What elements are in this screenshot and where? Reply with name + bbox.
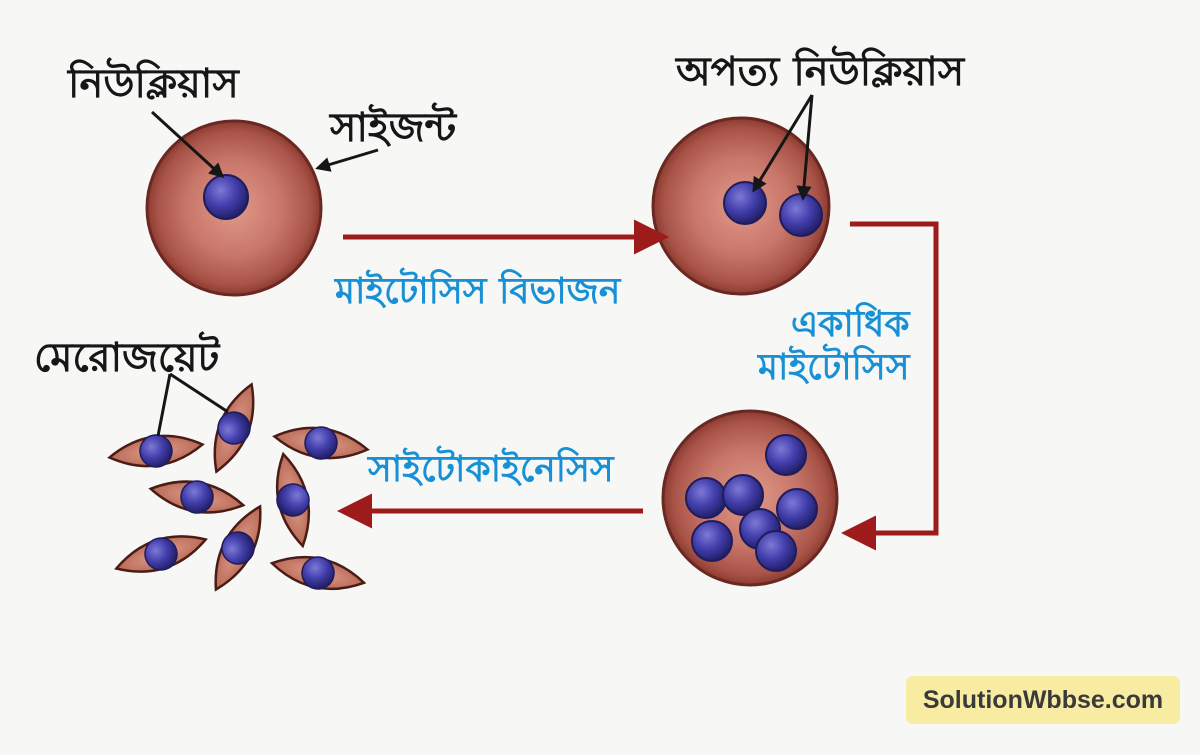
merozoite [107,434,205,468]
merozoite [272,426,370,460]
nucleus-single [203,174,249,220]
merozoite [214,504,262,592]
merozoite-pointer [169,372,229,414]
mitosis-division-label: মাইটোসিস বিভাজন [335,271,621,312]
daughter-nucleus [723,181,767,225]
nucleus-label: নিউক্লিয়াস [68,61,239,107]
merozoite [148,480,246,514]
multiple-mitosis-line1: একাধিক [790,304,910,345]
daughter-pointer [796,94,814,201]
schizont-pointer [315,148,379,172]
nucleus-pointer [150,110,225,179]
schizont-cell [145,119,323,297]
daughter-nuclei-label: অপত্য নিউক্লিয়াস [676,49,965,95]
binucleate-cell [651,116,831,296]
merozoite [213,382,255,474]
daughter-nucleus [779,193,823,237]
merozoite [114,535,208,573]
merozoite [269,555,367,591]
watermark-badge: SolutionWbbse.com [906,676,1180,724]
daughter-pointer [752,94,814,193]
schizont-label: সাইজন্ট [330,105,457,151]
merozoite-label: মেরোজয়েট [34,335,220,381]
multiple-mitosis-label: একাধিক মাইটোসিস [758,303,910,389]
merozoite-pointer [156,373,172,437]
merozoite-cluster [107,382,370,592]
cytokinesis-label: সাইটোকাইনেসিস [368,449,614,490]
multiple-mitosis-line2: মাইটোসিস [758,347,910,389]
merozoite [275,451,311,549]
multiple-mitosis-arrow [841,221,939,551]
multinucleate-cell [661,409,839,587]
